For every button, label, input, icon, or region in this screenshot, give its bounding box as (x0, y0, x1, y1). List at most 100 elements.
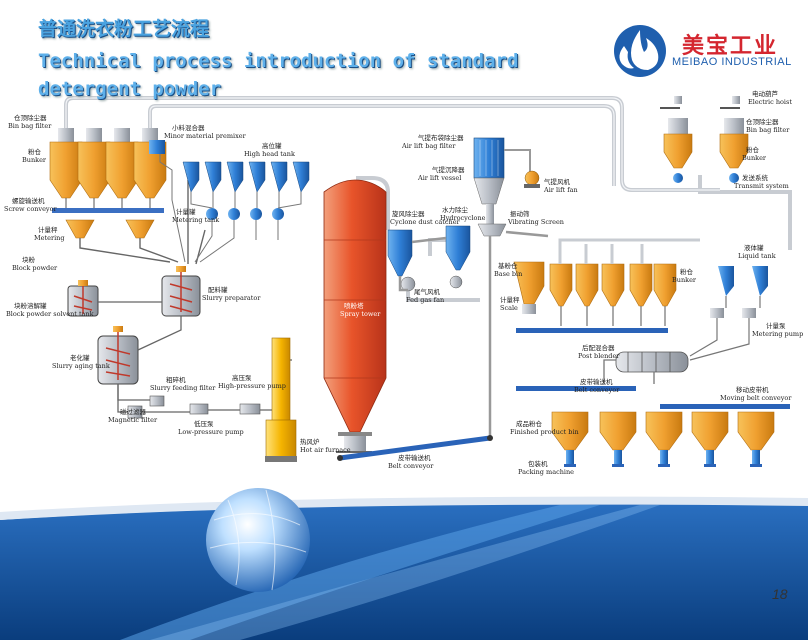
label-hydrocyclone-cn: 水力除尘 (442, 205, 469, 214)
label-bin-bag-filter-cn: 仓顶除尘器 (14, 113, 47, 122)
label-bin-bag-filter-en: Bin bag filter (8, 122, 52, 130)
company-logo: 美宝工业 MEIBAO INDUSTRIAL (612, 24, 796, 78)
globe-icon (206, 488, 310, 592)
label-base-bin-en: Base bin (494, 270, 522, 278)
logo-name-cn: 美宝工业 (682, 34, 779, 59)
label-air-lift-fan-en: Air lift fan (543, 186, 578, 194)
label-moving-belt-conveyor-en: Moving belt conveyor (720, 394, 792, 402)
air-lift-group (473, 137, 540, 438)
label-bunker-right-cn: 粉仓 (680, 267, 694, 276)
label-metering-tank-en: Metering tank (172, 216, 219, 224)
label-slurry-feeding-filter-cn: 粗碎机 (166, 375, 186, 384)
page-number: 18 (772, 586, 788, 602)
label-vibrating-screen-cn: 振动筛 (510, 209, 530, 218)
label-bunker-right-en: Bunker (672, 276, 697, 284)
label-bunker-en: Bunker (22, 156, 47, 164)
label-air-lift-fan-cn: 气提风机 (544, 177, 571, 186)
label-magnetic-filter-en: Magnetic filter (108, 416, 158, 424)
label-finished-product-bin-cn: 成品粉仓 (516, 419, 543, 428)
label-post-blender-en: Post blender (578, 352, 620, 360)
top-right-bunkers (660, 96, 749, 183)
label-bunker-top-right-cn: 粉仓 (746, 145, 760, 154)
label-hot-air-furnace-cn: 热风炉 (300, 437, 320, 446)
label-fed-gas-fan-cn: 尾气风机 (414, 287, 441, 296)
label-low-pressure-pump-cn: 低压泵 (194, 419, 214, 428)
label-spray-tower-en: Spray tower (340, 310, 381, 318)
label-high-head-tank-cn: 高位罐 (262, 141, 282, 150)
label-metering-tank-cn: 计量罐 (176, 207, 196, 216)
label-belt-conveyor-en: Belt conveyor (388, 462, 434, 470)
label-slurry-aging-tank-cn: 老化罐 (70, 353, 90, 362)
left-bunker-group (49, 128, 206, 265)
label-transmit-system-cn: 发送系统 (742, 173, 769, 182)
label-belt-conveyor-right-en: Belt conveyor (574, 386, 620, 394)
label-block-powder-solvent-tank-cn: 块粉溶解罐 (14, 301, 47, 310)
page-title-en-line2: detergent powder (38, 78, 222, 100)
label-liquid-tank-cn: 液体罐 (744, 243, 764, 252)
label-magnetic-filter-cn: 磁过滤器 (120, 407, 147, 416)
label-metering-pump-cn: 计量泵 (766, 321, 786, 330)
label-finished-product-bin-en: Finished product bin (510, 428, 579, 436)
label-belt-conveyor-cn: 皮带输送机 (398, 453, 431, 462)
right-bunker-row (549, 238, 700, 326)
label-moving-belt-conveyor-cn: 移动皮带机 (736, 385, 769, 394)
label-air-lift-vessel-en: Air lift vessel (417, 174, 461, 182)
label-cyclone-dust-catcher-en: Cyclone dust catcher (390, 218, 461, 226)
labels: 仓顶除尘器 Bin bag filter 粉仓 Bunker 螺旋输送机 Scr… (4, 89, 803, 476)
label-base-bin-cn: 基粉仓 (498, 261, 518, 270)
high-head-tank-group (149, 140, 310, 263)
label-slurry-preparator-en: Slurry preparator (202, 294, 261, 302)
label-liquid-tank-en: Liquid tank (738, 252, 776, 260)
label-spray-tower-cn: 喷粉塔 (344, 301, 364, 310)
logo-name-en: MEIBAO INDUSTRIAL (672, 56, 792, 68)
label-metering-en: Metering (34, 234, 65, 242)
label-scale-cn: 计量秤 (500, 295, 520, 304)
label-electric-hoist-en: Electric hoist (748, 98, 792, 106)
label-electric-hoist-cn: 电动葫芦 (752, 89, 779, 98)
slurry-tanks (67, 266, 292, 419)
cyclone-group (387, 225, 471, 292)
flame-drop-logo-icon (614, 25, 666, 77)
label-low-pressure-pump-en: Low-pressure pump (178, 428, 244, 436)
label-bin-bag-filter-right-cn: 仓顶除尘器 (746, 117, 779, 126)
label-bin-bag-filter-right-en: Bin bag filter (746, 126, 790, 134)
label-minor-premixer-en: Minor material premixer (164, 132, 247, 140)
label-block-powder-solvent-tank-en: Block powder solvent tank (6, 310, 94, 318)
label-slurry-aging-tank-en: Slurry aging tank (52, 362, 110, 370)
pneumatic-pipes-highlight (65, 97, 720, 191)
label-hot-air-furnace-en: Hot air furnace (300, 446, 351, 454)
label-metering-pump-en: Metering pump (752, 330, 803, 338)
footer-band (0, 488, 808, 640)
spray-tower (323, 179, 387, 453)
label-high-pressure-pump-en: High-pressure pump (218, 382, 286, 390)
label-cyclone-dust-catcher-cn: 旋风除尘器 (392, 209, 425, 218)
label-air-lift-bag-filter-cn: 气提布袋除尘器 (418, 133, 464, 142)
base-bin-group (505, 230, 668, 333)
label-post-blender-cn: 后配混合器 (582, 343, 615, 352)
label-block-powder-cn: 块粉 (22, 255, 36, 264)
main-belt-conveyor (337, 435, 493, 461)
label-high-pressure-pump-cn: 高压泵 (232, 373, 252, 382)
post-blender-group (516, 351, 790, 409)
label-block-powder-en: Block powder (12, 264, 58, 272)
label-minor-premixer-cn: 小料混合器 (172, 123, 205, 132)
label-air-lift-vessel-cn: 气提沉降器 (432, 165, 465, 174)
label-packing-machine-cn: 包装机 (528, 459, 548, 468)
liquid-tank-group (689, 266, 768, 361)
label-belt-conveyor-right-cn: 皮带输送机 (580, 377, 613, 386)
label-fed-gas-fan-en: Fed gas fan (406, 296, 444, 304)
label-air-lift-bag-filter-en: Air lift bag filter (401, 142, 456, 150)
label-metering-cn: 计量秤 (38, 225, 58, 234)
label-slurry-preparator-cn: 配料罐 (208, 285, 228, 294)
label-bunker-top-right-en: Bunker (742, 154, 767, 162)
label-transmit-system-en: Transmit system (734, 182, 789, 190)
label-screw-conveyor-en: Screw conveyor (4, 205, 58, 213)
page-title-en-line1: Technical process introduction of standa… (38, 50, 519, 72)
hot-air-furnace (265, 337, 330, 462)
label-packing-machine-en: Packing machine (518, 468, 574, 476)
label-bunker-cn: 粉仓 (28, 147, 42, 156)
page-title-cn: 普通洗衣粉工艺流程 (38, 18, 210, 40)
label-high-head-tank-en: High head tank (244, 150, 295, 158)
label-slurry-feeding-filter-en: Slurry feeding filter (150, 384, 216, 392)
